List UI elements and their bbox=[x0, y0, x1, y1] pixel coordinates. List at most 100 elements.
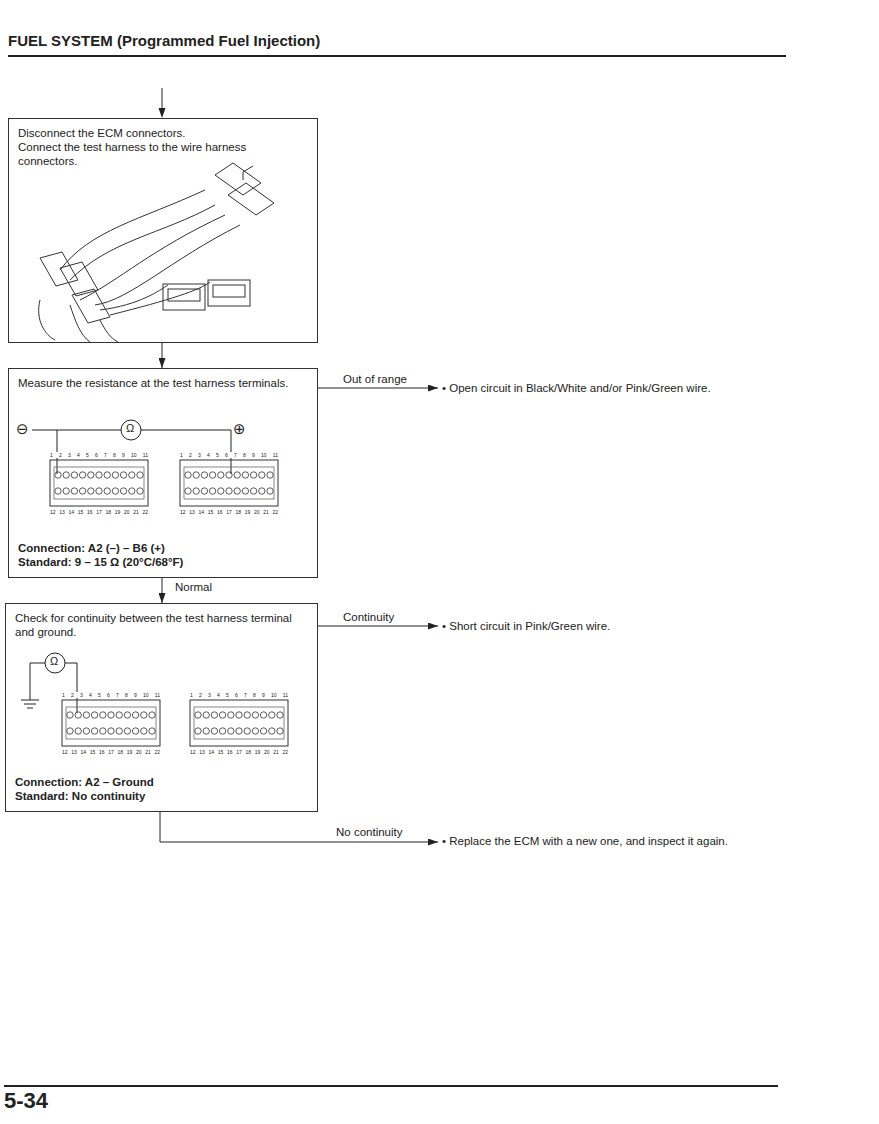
pin-socket bbox=[116, 712, 122, 718]
process-box: Measure the resistance at the test harne… bbox=[8, 368, 318, 578]
pin-numbers: 1 2 3 4 5 6 7 8 9 10 11 bbox=[62, 692, 160, 698]
pin-socket bbox=[120, 472, 126, 478]
pin-socket bbox=[63, 488, 69, 494]
pin-numbers: 1 2 3 4 5 6 7 8 9 10 11 bbox=[190, 692, 288, 698]
pin-socket bbox=[259, 488, 265, 494]
pin-socket bbox=[203, 728, 209, 734]
pin-socket bbox=[91, 728, 97, 734]
diagram-space bbox=[18, 390, 308, 541]
connector-body bbox=[62, 700, 160, 746]
pin-socket bbox=[236, 728, 242, 734]
ground-test-wiring bbox=[21, 653, 77, 713]
pin-socket bbox=[124, 712, 130, 718]
pin-numbers: 1 2 3 4 5 6 7 8 9 10 11 bbox=[50, 452, 148, 458]
pin-socket bbox=[96, 472, 102, 478]
header-rule bbox=[8, 55, 786, 57]
box-text: Standard: 9 – 15 Ω (20°C/68°F) bbox=[18, 555, 308, 569]
edge-label: Normal bbox=[174, 581, 213, 594]
pin-socket bbox=[269, 712, 275, 718]
pin-socket bbox=[116, 728, 122, 734]
pin-socket bbox=[252, 712, 258, 718]
pin-socket bbox=[201, 488, 207, 494]
pin-socket bbox=[277, 728, 283, 734]
pin-socket bbox=[71, 472, 77, 478]
pin-socket bbox=[129, 488, 135, 494]
pin-socket bbox=[108, 712, 114, 718]
footer-rule bbox=[4, 1085, 778, 1087]
pin-socket bbox=[91, 712, 97, 718]
process-box: Disconnect the ECM connectors.Connect th… bbox=[8, 118, 318, 343]
pin-socket bbox=[67, 712, 73, 718]
pin-socket bbox=[193, 488, 199, 494]
pin-numbers: 12 13 14 15 16 17 18 19 20 21 22 bbox=[190, 749, 288, 755]
connector-body bbox=[190, 700, 288, 746]
pin-socket bbox=[260, 728, 266, 734]
pin-socket bbox=[185, 472, 191, 478]
pin-socket bbox=[79, 488, 85, 494]
pin-socket bbox=[129, 472, 135, 478]
pin-socket bbox=[112, 488, 118, 494]
pin-socket bbox=[120, 488, 126, 494]
pin-socket bbox=[193, 472, 199, 478]
page-title: FUEL SYSTEM (Programmed Fuel Injection) bbox=[8, 32, 320, 49]
pin-numbers: 12 13 14 15 16 17 18 19 20 21 22 bbox=[180, 509, 278, 515]
pin-socket bbox=[96, 488, 102, 494]
pin-socket bbox=[79, 472, 85, 478]
pin-socket bbox=[219, 712, 225, 718]
pin-socket bbox=[141, 712, 147, 718]
pin-socket bbox=[260, 712, 266, 718]
pin-socket bbox=[55, 488, 61, 494]
pin-socket bbox=[83, 712, 89, 718]
pin-socket bbox=[259, 472, 265, 478]
pin-socket bbox=[218, 488, 224, 494]
ohmmeter-wiring bbox=[32, 420, 231, 474]
pin-numbers: 12 13 14 15 16 17 18 19 20 21 22 bbox=[50, 509, 148, 515]
pin-socket bbox=[195, 712, 201, 718]
pin-socket bbox=[226, 472, 232, 478]
pin-socket bbox=[234, 472, 240, 478]
pin-socket bbox=[55, 472, 61, 478]
pin-socket bbox=[124, 728, 130, 734]
pin-socket bbox=[277, 712, 283, 718]
pin-socket bbox=[218, 472, 224, 478]
pin-socket bbox=[219, 728, 225, 734]
box-text: • Replace the ECM with a new one, and in… bbox=[442, 834, 760, 848]
pin-socket bbox=[149, 712, 155, 718]
pin-socket bbox=[250, 472, 256, 478]
pin-socket bbox=[104, 488, 110, 494]
process-box: Check for continuity between the test ha… bbox=[5, 603, 318, 812]
pin-socket bbox=[195, 728, 201, 734]
pin-socket bbox=[137, 488, 143, 494]
flow-connector bbox=[162, 343, 163, 368]
result-text: • Open circuit in Black/White and/or Pin… bbox=[442, 381, 787, 395]
pin-socket bbox=[236, 712, 242, 718]
meter-terminal: ⊕ bbox=[233, 421, 246, 436]
page-number: 5-34 bbox=[4, 1090, 48, 1112]
box-text: Connection: A2 (–) – B6 (+) bbox=[18, 541, 308, 555]
pin-socket bbox=[244, 728, 250, 734]
pin-socket bbox=[67, 728, 73, 734]
pin-socket bbox=[185, 488, 191, 494]
flow-connector bbox=[318, 388, 438, 389]
connector-body bbox=[180, 460, 278, 506]
pin-socket bbox=[267, 472, 273, 478]
pin-socket bbox=[244, 712, 250, 718]
pin-socket bbox=[132, 728, 138, 734]
pin-socket bbox=[83, 728, 89, 734]
pin-socket bbox=[234, 488, 240, 494]
connector-face bbox=[194, 707, 284, 739]
pin-socket bbox=[211, 712, 217, 718]
edge-label: Continuity bbox=[342, 611, 395, 624]
pin-numbers: 12 13 14 15 16 17 18 19 20 21 22 bbox=[62, 749, 160, 755]
pin-socket bbox=[71, 488, 77, 494]
pin-socket bbox=[201, 472, 207, 478]
pin-socket bbox=[100, 712, 106, 718]
pin-socket bbox=[228, 712, 234, 718]
box-text: Measure the resistance at the test harne… bbox=[18, 376, 308, 390]
box-text: Connection: A2 – Ground bbox=[15, 775, 308, 789]
ohm-symbol: Ω bbox=[126, 423, 134, 434]
pin-socket bbox=[141, 728, 147, 734]
pin-socket bbox=[149, 728, 155, 734]
box-text: Connect the test harness to the wire har… bbox=[18, 140, 308, 168]
pin-socket bbox=[63, 472, 69, 478]
